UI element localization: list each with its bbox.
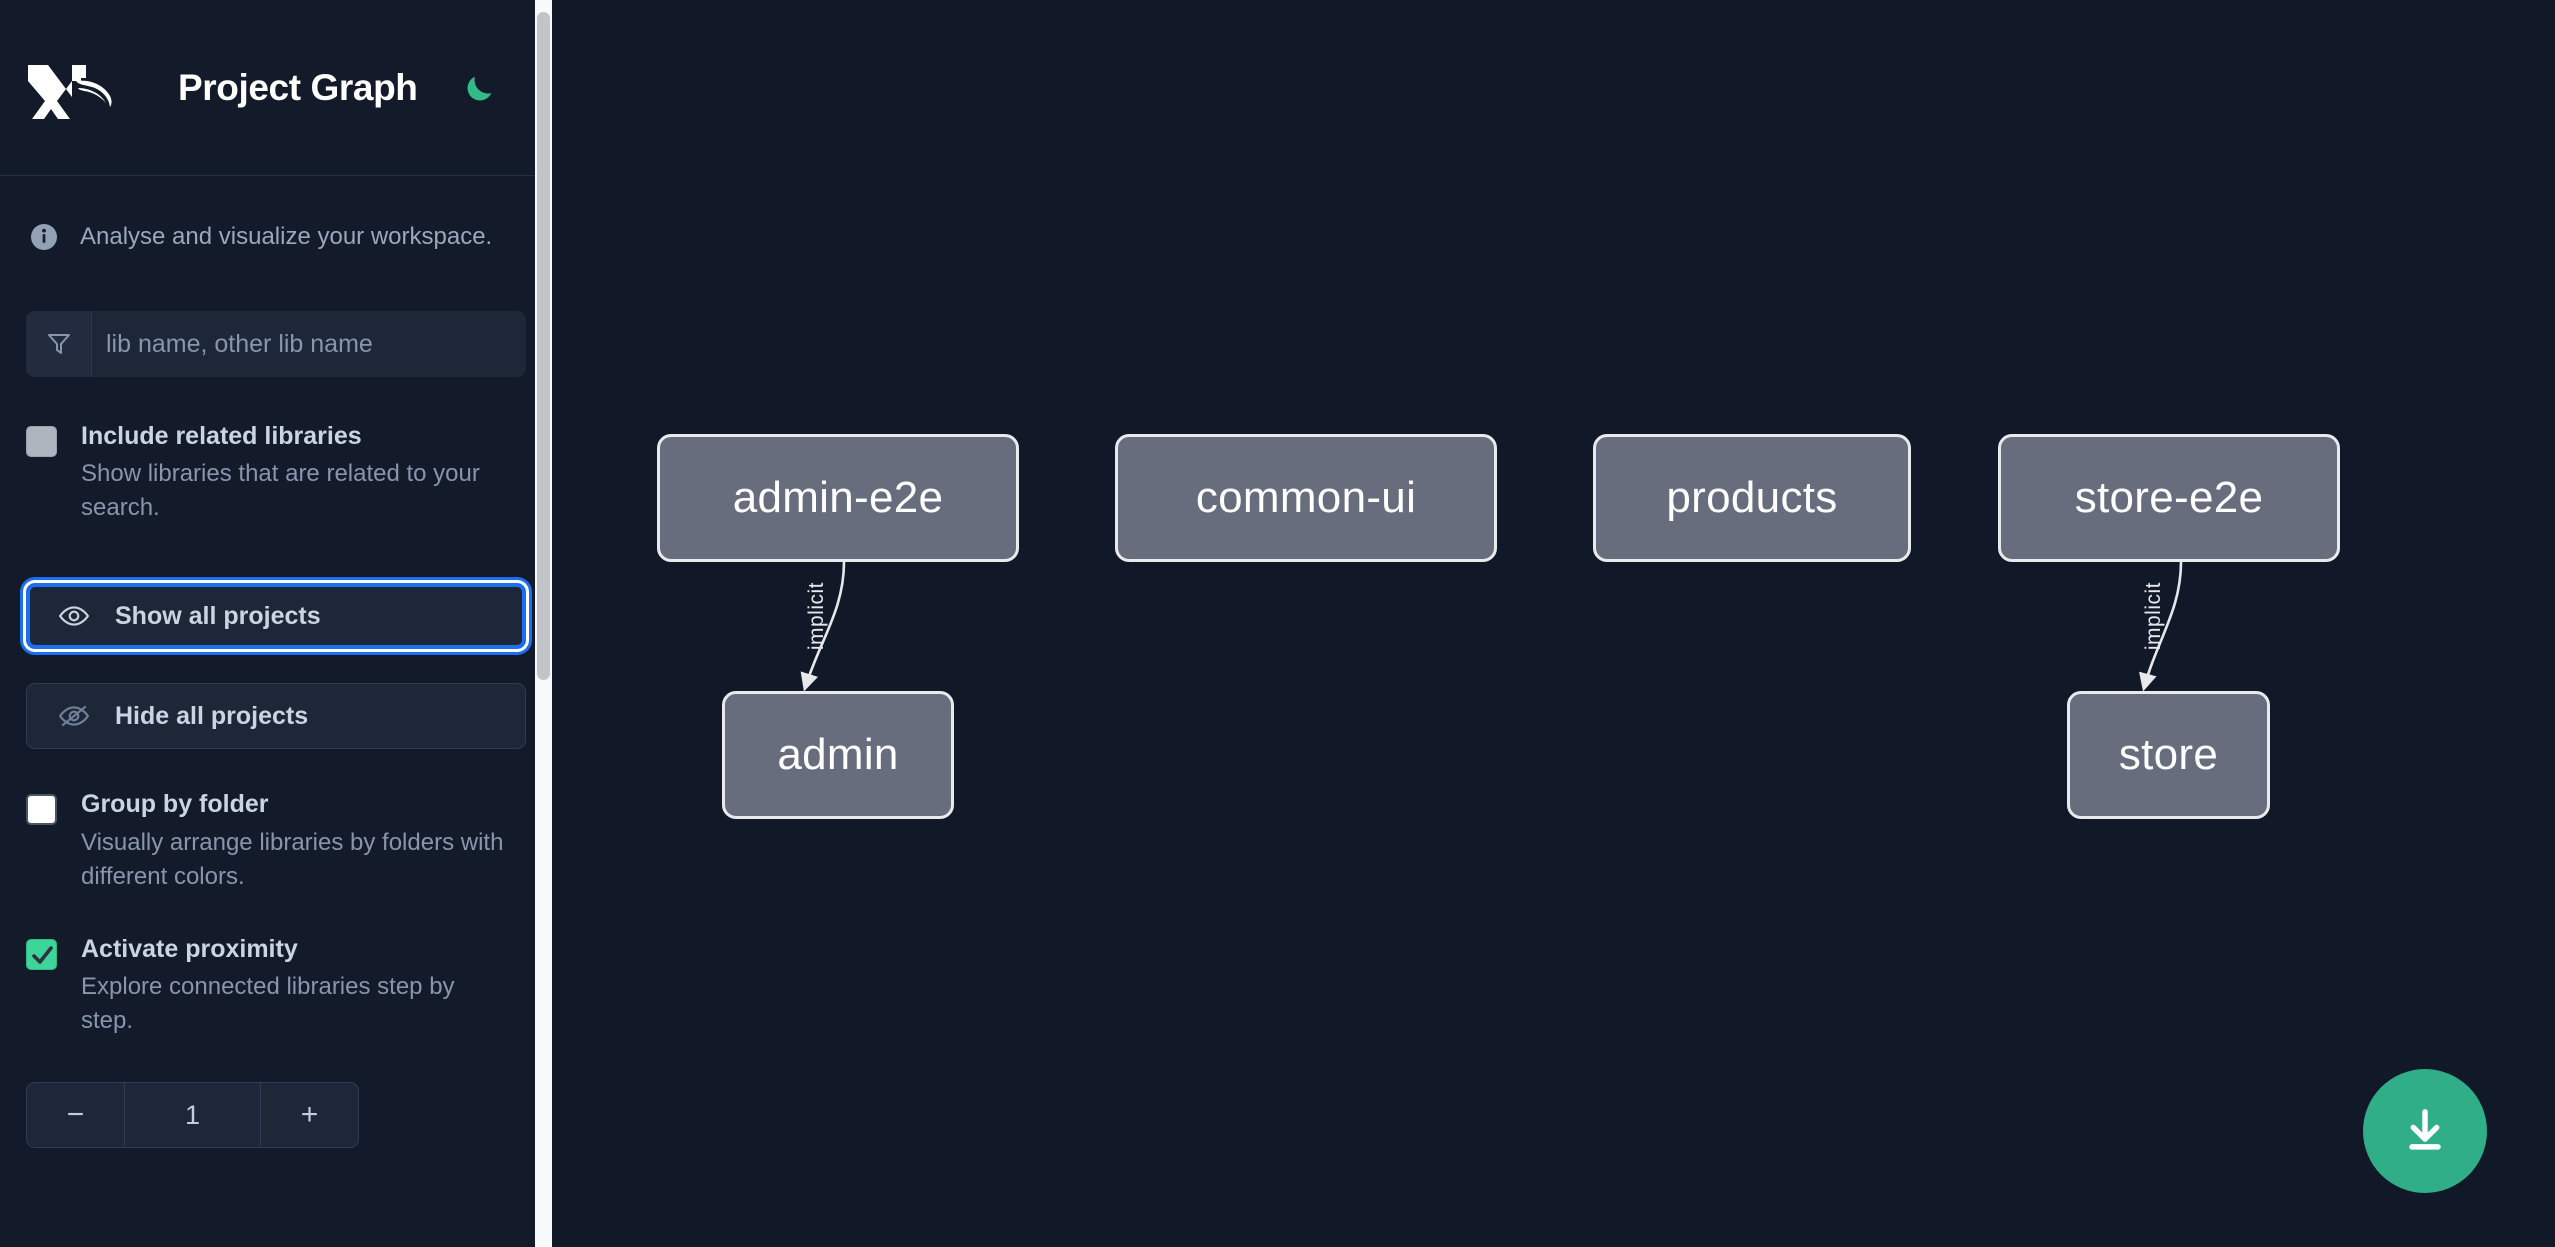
search-input[interactable] <box>92 311 526 377</box>
show-all-projects-button[interactable]: Show all projects <box>23 580 529 653</box>
page-title: Project Graph <box>178 66 418 108</box>
checkbox-activate-proximity[interactable] <box>26 938 57 970</box>
sidebar-header: Project Graph <box>0 0 552 176</box>
graph-node-products[interactable]: products <box>1593 434 1911 562</box>
eye-icon <box>55 605 93 627</box>
proximity-stepper[interactable]: − 1 + <box>26 1082 359 1149</box>
option-include-related-libraries[interactable]: Include related libraries Show libraries… <box>0 421 552 525</box>
graph-node-common-ui[interactable]: common-ui <box>1115 434 1497 562</box>
sidebar-scrollbar-thumb[interactable] <box>537 12 550 680</box>
stepper-divider <box>124 1083 125 1148</box>
download-icon <box>2399 1104 2451 1159</box>
search-box[interactable] <box>26 311 526 377</box>
tagline: Analyse and visualize your workspace. <box>0 176 552 251</box>
proximity-value: 1 <box>184 1099 201 1130</box>
option-activate-proximity[interactable]: Activate proximity Explore connected lib… <box>0 934 552 1038</box>
graph-node-admin-e2e[interactable]: admin-e2e <box>657 434 1019 562</box>
hide-all-projects-button[interactable]: Hide all projects <box>26 683 526 750</box>
download-graph-button[interactable] <box>2363 1069 2487 1193</box>
hide-all-projects-label: Hide all projects <box>115 701 309 730</box>
edge-label-store: implicit <box>2142 582 2165 651</box>
graph-node-store[interactable]: store <box>2067 691 2270 819</box>
option-description: Explore connected libraries step by step… <box>81 973 455 1035</box>
graph-canvas[interactable]: implicit implicit admin-e2e common-ui pr… <box>552 0 2555 1247</box>
graph-node-admin[interactable]: admin <box>722 691 954 819</box>
sidebar-scrollbar[interactable] <box>535 0 552 1247</box>
checkbox-include-related-libraries[interactable] <box>26 426 57 457</box>
graph-node-store-e2e[interactable]: store-e2e <box>1998 434 2340 562</box>
checkbox-group-by-folder[interactable] <box>26 794 57 826</box>
nx-logo-icon <box>26 57 122 119</box>
check-icon <box>32 946 53 964</box>
option-title: Group by folder <box>81 790 269 819</box>
option-title: Include related libraries <box>81 422 362 450</box>
option-group-by-folder[interactable]: Group by folder Visually arrange librari… <box>0 789 552 893</box>
eye-slash-icon <box>55 704 93 728</box>
edge-label-admin: implicit <box>805 582 828 651</box>
stepper-divider <box>260 1083 261 1148</box>
filter-icon <box>26 311 92 377</box>
proximity-increment-button[interactable]: + <box>261 1083 358 1147</box>
sidebar-body: Analyse and visualize your workspace. In… <box>0 176 552 1149</box>
info-icon <box>30 223 58 251</box>
option-title: Activate proximity <box>81 934 298 963</box>
option-description: Show libraries that are related to your … <box>81 460 480 522</box>
sidebar: Project Graph Analyse and visualize your… <box>0 0 552 1247</box>
proximity-decrement-button[interactable]: − <box>27 1083 124 1147</box>
option-description: Visually arrange libraries by folders wi… <box>81 828 504 890</box>
show-all-projects-label: Show all projects <box>115 601 321 630</box>
graph-edges <box>800 561 2183 692</box>
tagline-text: Analyse and visualize your workspace. <box>80 223 493 250</box>
moon-icon[interactable] <box>457 65 503 111</box>
